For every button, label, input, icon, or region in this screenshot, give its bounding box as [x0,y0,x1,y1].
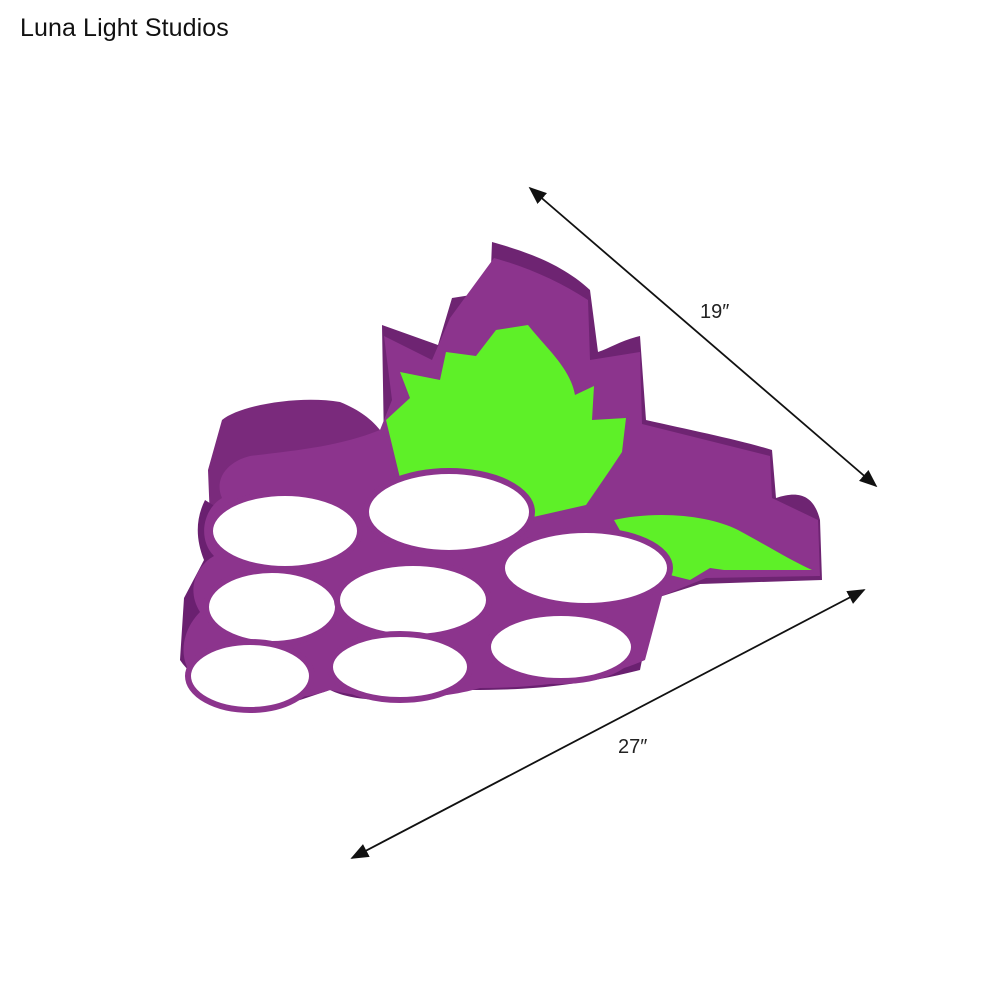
grape-diffuser [499,527,673,609]
grape-diffuser [334,560,492,640]
grape-diffuser [207,490,363,572]
brand-name: Luna Light Studios [20,14,229,42]
grape-diffuser [363,468,535,556]
grape-diffuser [327,631,473,703]
depth-dimension-line [528,186,878,488]
grape-diffuser [203,567,341,647]
grape-diffuser [485,610,637,684]
grape-diffuser [185,639,315,713]
depth-dimension-label: 19″ [700,301,729,323]
leaf-panel-main [386,325,626,520]
grape-lamp [180,242,822,713]
width-dimension-label: 27″ [618,736,647,758]
grape-diffusers [185,468,673,713]
width-dimension-line [350,589,866,859]
